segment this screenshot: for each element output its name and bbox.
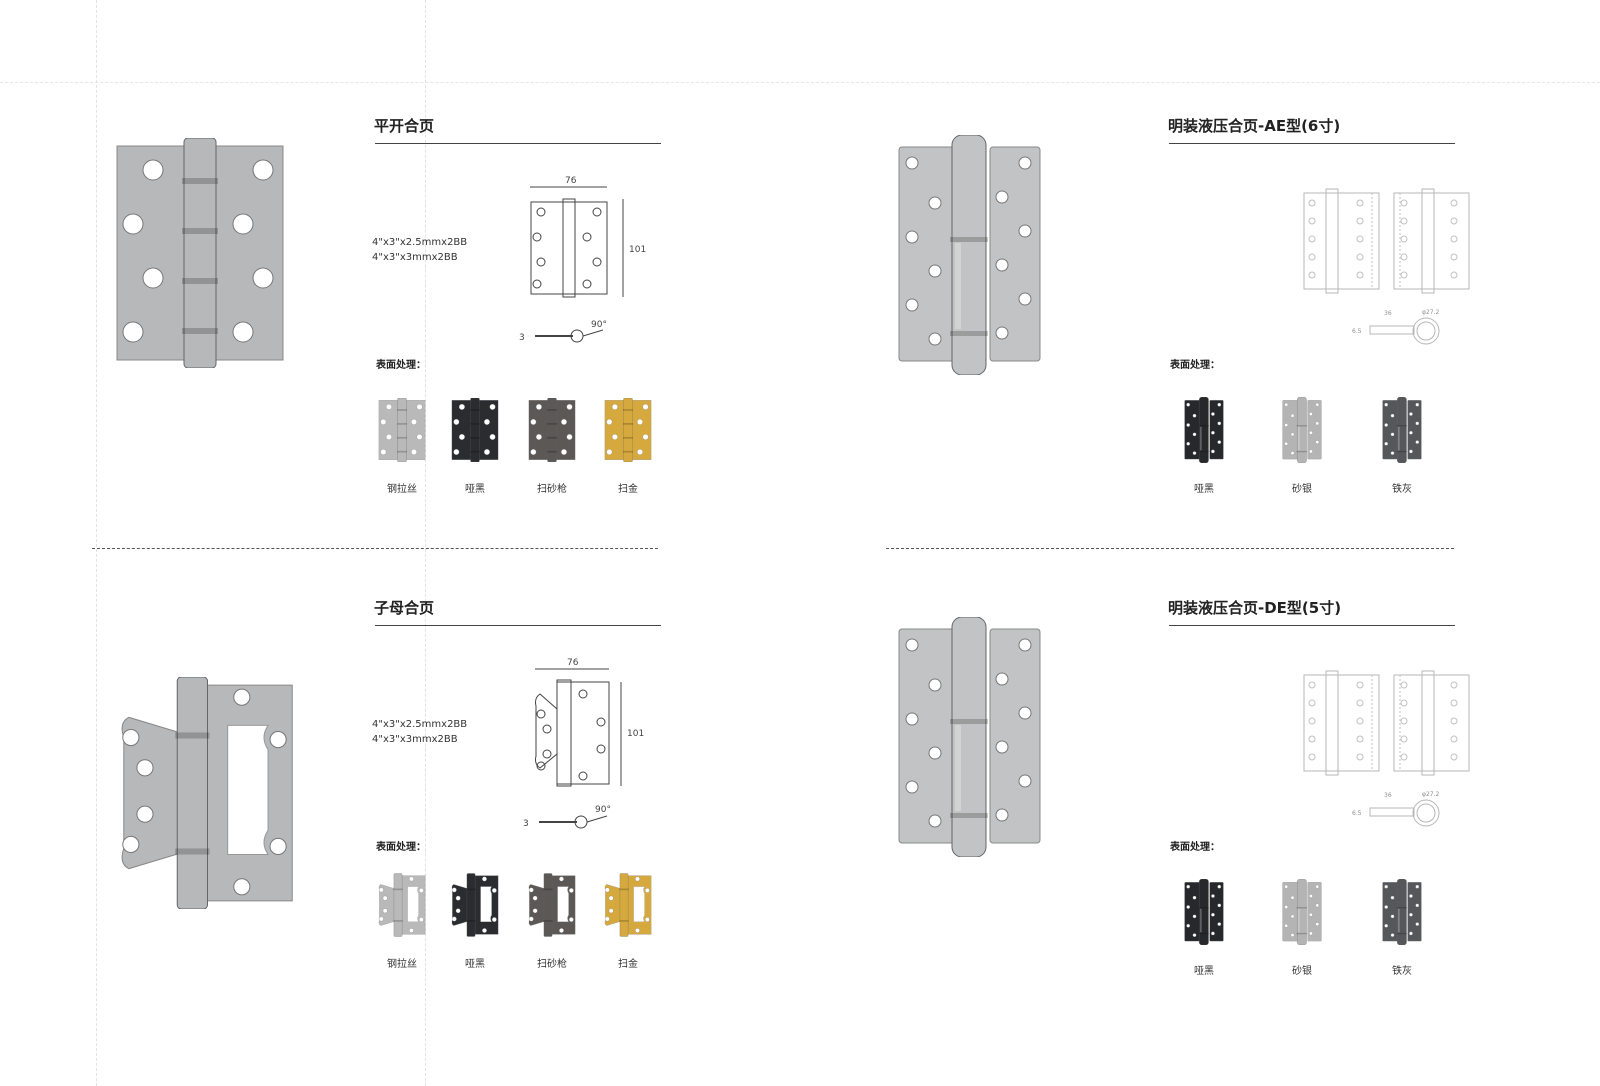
finish-swatch-image <box>598 395 658 465</box>
product-photo <box>118 676 296 913</box>
spec-item: 4"x3"x2.5mmx2BB <box>372 237 468 248</box>
finish-swatch-image <box>372 395 432 465</box>
dim-width: 36 <box>1384 792 1392 799</box>
finish-swatch-image <box>522 395 582 465</box>
finish-name: 钢拉丝 <box>387 959 417 970</box>
finish-option: 砂银 <box>1272 877 1332 977</box>
finish-option: 哑黑 <box>445 870 505 970</box>
margin-guide <box>96 0 97 1086</box>
finish-name: 扫砂枪 <box>537 959 567 970</box>
top-dashed-rule <box>0 82 1600 83</box>
finish-swatch-image <box>372 870 432 940</box>
dim-angle: 90° <box>591 320 607 330</box>
finish-name: 砂银 <box>1292 966 1312 977</box>
dim-thickness: 6.5 <box>1352 810 1362 817</box>
finish-option: 扫砂枪 <box>522 870 582 970</box>
dim-height: 101 <box>629 245 646 255</box>
finish-option: 扫砂枪 <box>522 395 582 495</box>
finish-option: 钢拉丝 <box>372 395 432 495</box>
product-title: 明装液压合页-AE型(6寸) <box>1168 117 1341 135</box>
finish-option: 砂银 <box>1272 395 1332 495</box>
finish-option: 哑黑 <box>1174 395 1234 495</box>
finish-name: 钢拉丝 <box>387 484 417 495</box>
technical-drawing: 36 φ27.2 6.5 <box>1294 665 1474 849</box>
finish-swatch-image <box>1272 877 1332 947</box>
finish-name: 扫金 <box>618 959 638 970</box>
finish-swatch-image <box>598 870 658 940</box>
finish-option: 铁灰 <box>1372 395 1432 495</box>
finish-heading: 表面处理： <box>1170 360 1220 371</box>
finish-option: 钢拉丝 <box>372 870 432 970</box>
finish-heading: 表面处理： <box>376 360 426 371</box>
finish-name: 铁灰 <box>1392 966 1412 977</box>
finish-option: 哑黑 <box>445 395 505 495</box>
finish-name: 砂银 <box>1292 484 1312 495</box>
product-section: 明装液压合页-AE型(6寸) 36 φ27.2 6.5 表面处理： 哑黑 砂银 … <box>794 0 1594 500</box>
finish-name: 铁灰 <box>1392 484 1412 495</box>
spec-list: 4"x3"x2.5mmx2BB 4"x3"x3mmx2BB <box>372 717 467 747</box>
product-title: 明装液压合页-DE型(5寸) <box>1168 599 1342 617</box>
finish-option: 哑黑 <box>1174 877 1234 977</box>
finish-name: 扫砂枪 <box>537 484 567 495</box>
finish-swatch-image <box>445 870 505 940</box>
product-photo <box>897 134 1042 379</box>
finish-swatch-image <box>1372 877 1432 947</box>
dim-diameter: φ27.2 <box>1422 791 1440 798</box>
product-photo <box>115 137 285 372</box>
finish-heading: 表面处理： <box>1170 842 1220 853</box>
technical-drawing: 76 101 3 90° <box>515 654 665 838</box>
finish-swatch-image <box>445 395 505 465</box>
section-divider <box>886 548 1454 549</box>
finish-swatch-image <box>1272 395 1332 465</box>
finish-name: 哑黑 <box>1194 484 1214 495</box>
section-divider <box>92 548 658 549</box>
spec-item: 4"x3"x2.5mmx2BB <box>372 719 468 730</box>
title-underline <box>1169 143 1455 144</box>
dim-width: 36 <box>1384 310 1392 317</box>
product-section: 平开合页 4"x3"x2.5mmx2BB 4"x3"x3mmx2BB 76 101… <box>0 0 800 500</box>
finish-swatch-image <box>1174 877 1234 947</box>
technical-drawing: 36 φ27.2 6.5 <box>1294 183 1474 367</box>
product-title: 平开合页 <box>374 117 435 135</box>
dim-height: 101 <box>627 729 644 739</box>
spec-list: 4"x3"x2.5mmx2BB 4"x3"x3mmx2BB <box>372 235 467 265</box>
dim-thickness: 3 <box>519 333 525 343</box>
finish-option: 扫金 <box>598 395 658 495</box>
product-title: 子母合页 <box>374 599 435 617</box>
spec-item: 4"x3"x3mmx2BB <box>372 734 458 745</box>
dim-thickness: 6.5 <box>1352 328 1362 335</box>
dim-diameter: φ27.2 <box>1422 309 1440 316</box>
dim-width: 76 <box>565 176 577 186</box>
finish-swatch-image <box>522 870 582 940</box>
dim-width: 76 <box>567 658 579 668</box>
finish-option: 扫金 <box>598 870 658 970</box>
finish-name: 扫金 <box>618 484 638 495</box>
title-underline <box>375 625 661 626</box>
technical-drawing: 76 101 3 90° <box>515 172 665 356</box>
finish-swatch-image <box>1372 395 1432 465</box>
product-photo <box>897 616 1042 861</box>
product-section: 明装液压合页-DE型(5寸) 36 φ27.2 6.5 表面处理： 哑黑 砂银 … <box>794 482 1594 982</box>
finish-name: 哑黑 <box>465 959 485 970</box>
finish-name: 哑黑 <box>465 484 485 495</box>
title-underline <box>1169 625 1455 626</box>
margin-guide <box>425 0 426 1086</box>
finish-option: 铁灰 <box>1372 877 1432 977</box>
dim-thickness: 3 <box>523 819 529 829</box>
title-underline <box>375 143 661 144</box>
spec-item: 4"x3"x3mmx2BB <box>372 252 458 263</box>
finish-heading: 表面处理： <box>376 842 426 853</box>
product-section: 子母合页 4"x3"x2.5mmx2BB 4"x3"x3mmx2BB 76 101… <box>0 482 800 982</box>
finish-swatch-image <box>1174 395 1234 465</box>
finish-name: 哑黑 <box>1194 966 1214 977</box>
dim-angle: 90° <box>595 805 611 815</box>
